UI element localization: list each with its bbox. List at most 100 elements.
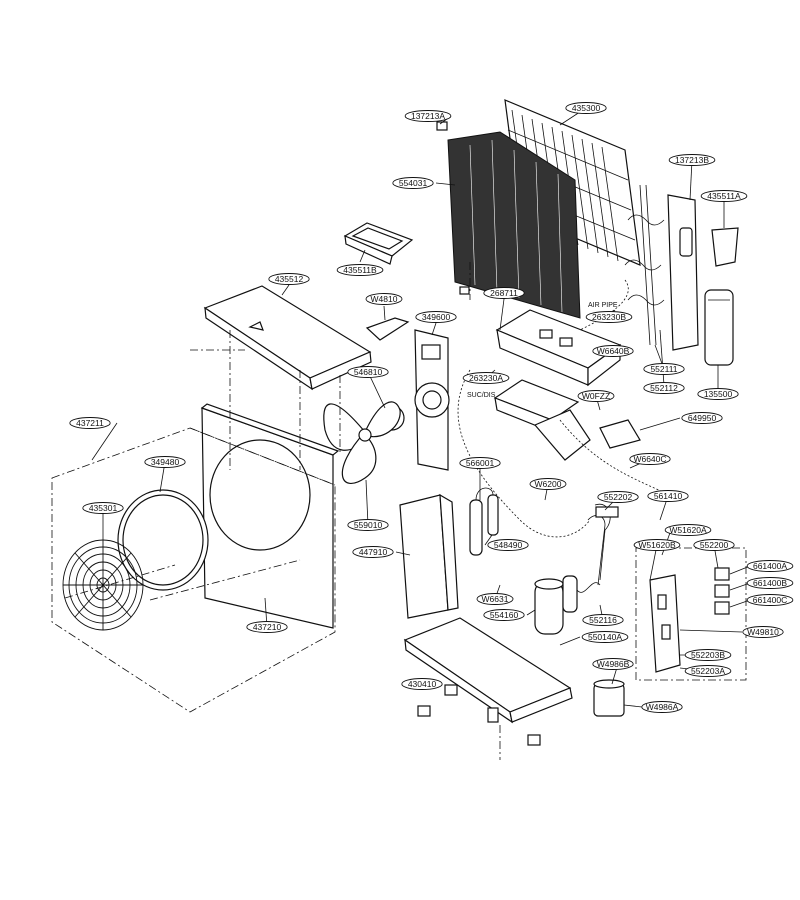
callout-label: 554031 — [399, 178, 428, 188]
callout-oval — [69, 417, 111, 429]
callout-label: 661400B — [753, 578, 787, 588]
callout-label: 552203B — [691, 650, 725, 660]
callout-554031: 554031 — [392, 177, 434, 189]
callout-437211: 437211 — [69, 417, 111, 429]
callout-oval — [668, 154, 716, 166]
suc-dis-annotation: SUC/DIS — [467, 392, 496, 399]
refrigerant-piping — [576, 503, 619, 593]
callout-w6631: W6631 — [476, 593, 514, 605]
callout-137213b: 137213B — [668, 154, 716, 166]
callout-oval — [681, 412, 723, 424]
callout-oval — [746, 577, 794, 589]
callout-oval — [684, 649, 732, 661]
control-box-small — [343, 222, 414, 265]
callout-oval — [693, 539, 735, 551]
grille-frame — [51, 427, 336, 713]
callout-552203a: 552203A — [684, 665, 732, 677]
terminal-cover — [593, 679, 625, 717]
callout-550140a: 550140A — [581, 631, 629, 643]
bracket-w4810 — [365, 317, 410, 341]
callout-label: W0FZZ — [582, 391, 610, 401]
callout-oval — [246, 621, 288, 633]
callout-label: 435300 — [572, 103, 601, 113]
callout-oval — [581, 631, 629, 643]
callout-label: 552203A — [691, 666, 725, 676]
callout-label: 437211 — [76, 418, 104, 428]
callout-w6200: W6200 — [529, 478, 567, 490]
callout-w4986a: W4986A — [641, 701, 683, 713]
callout-labels: 137213A435300137213B554031435511A435511B… — [69, 102, 794, 713]
callout-447910: 447910 — [352, 546, 394, 558]
callout-oval — [684, 665, 732, 677]
callout-oval — [746, 560, 794, 572]
callout-oval — [487, 539, 529, 551]
callout-oval — [629, 453, 671, 465]
callout-546810: 546810 — [347, 366, 389, 378]
callout-559010: 559010 — [347, 519, 389, 531]
callout-263230a: 263230A — [462, 372, 510, 384]
callout-label: 435512 — [275, 274, 304, 284]
callout-label: 430410 — [408, 679, 437, 689]
fan-guard-ring — [117, 489, 209, 591]
callout-561410: 561410 — [647, 490, 689, 502]
callout-oval — [742, 626, 784, 638]
callout-label: W51620A — [669, 525, 707, 535]
callout-label: 263230B — [592, 312, 626, 322]
callout-label: 661400A — [753, 561, 787, 571]
callout-oval — [565, 102, 607, 114]
fan-motor-and-propeller — [323, 401, 405, 484]
callout-oval — [268, 273, 310, 285]
callout-w4810: W4810 — [365, 293, 403, 305]
callout-label: 349600 — [422, 312, 451, 322]
callout-oval — [592, 345, 634, 357]
callout-w6640b: W6640B — [592, 345, 634, 357]
callout-oval — [336, 264, 384, 276]
callout-label: 437210 — [253, 622, 282, 632]
callout-349480: 349480 — [144, 456, 186, 468]
callout-oval — [352, 546, 394, 558]
callout-label: W4986A — [646, 702, 679, 712]
callout-oval — [643, 363, 685, 375]
callout-label: 552111 — [650, 364, 677, 374]
callout-552202: 552202 — [597, 491, 639, 503]
callout-label: W6200 — [535, 479, 562, 489]
callout-label: W4986B — [597, 659, 630, 669]
front-panel — [200, 403, 340, 629]
callout-oval — [404, 110, 452, 122]
callout-label: 548490 — [494, 540, 523, 550]
pcb-assembly — [493, 379, 641, 461]
callout-oval — [347, 366, 389, 378]
callout-label: W4810 — [371, 294, 398, 304]
callout-349600: 349600 — [415, 311, 457, 323]
callout-oval — [347, 519, 389, 531]
callout-label: 550140A — [588, 632, 622, 642]
callout-label: 137213B — [675, 155, 709, 165]
callout-label: 435511B — [343, 265, 377, 275]
callout-oval — [415, 311, 457, 323]
callout-552200: 552200 — [693, 539, 735, 551]
callout-435511a: 435511A — [700, 190, 748, 202]
callout-w6640c: W6640C — [629, 453, 671, 465]
callout-oval — [392, 177, 434, 189]
callout-label: 566001 — [466, 458, 495, 468]
callout-430410: 430410 — [401, 678, 443, 690]
callout-oval — [641, 701, 683, 713]
condenser-coil-assembly — [436, 99, 641, 319]
callout-oval — [483, 287, 525, 299]
fan-grille — [62, 539, 144, 631]
callout-label: 349480 — [151, 457, 180, 467]
callout-label: 552116 — [589, 615, 617, 625]
callout-oval — [585, 311, 633, 323]
motor-bracket — [414, 329, 450, 471]
callout-649950: 649950 — [681, 412, 723, 424]
callout-label: 552112 — [650, 383, 678, 393]
callout-661400c: 661400C — [746, 594, 794, 606]
callout-552112: 552112 — [643, 382, 685, 394]
callout-label: 263230A — [469, 373, 503, 383]
callout-oval — [647, 490, 689, 502]
callout-552203b: 552203B — [684, 649, 732, 661]
callout-label: 561410 — [654, 491, 683, 501]
callout-label: 649950 — [688, 413, 717, 423]
callout-label: 447910 — [359, 547, 388, 557]
callout-oval — [483, 609, 525, 621]
